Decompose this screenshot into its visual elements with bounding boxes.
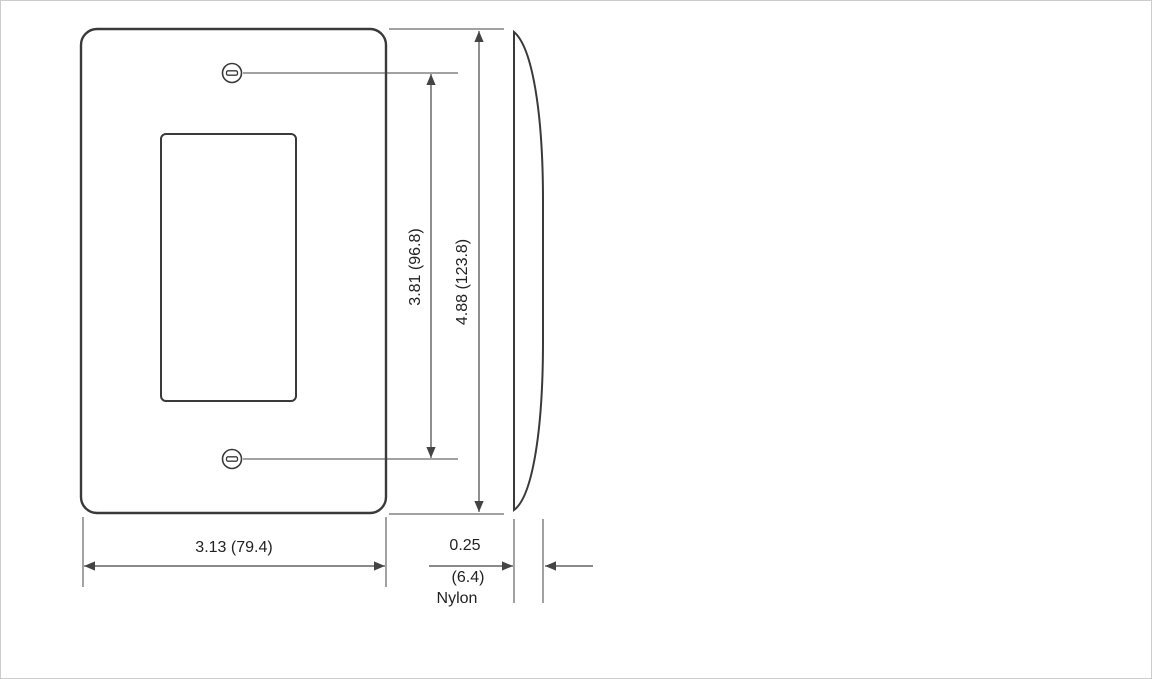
thickness-dimension: 0.25 (6.4) Nylon [429, 519, 593, 607]
side-profile-outline [513, 29, 544, 512]
dim-label-screw-spacing: 3.81 (96.8) [407, 228, 424, 305]
width-dimension: 3.13 (79.4) [82, 517, 387, 587]
material-label: Nylon [437, 590, 478, 607]
side-view [513, 29, 544, 512]
vertical-dimensions: 3.81 (96.8) 4.88 (123.8) [389, 28, 504, 515]
dim-label-thickness-in: 0.25 [449, 537, 480, 554]
screw-bottom-icon [221, 448, 243, 470]
dim-label-overall-height: 4.88 (123.8) [454, 239, 471, 325]
screw-top-icon [221, 62, 243, 84]
device-opening-cutout [160, 133, 297, 402]
dim-label-overall-width: 3.13 (79.4) [195, 539, 272, 556]
dim-label-thickness-mm: (6.4) [452, 569, 485, 586]
front-view [79, 27, 458, 515]
